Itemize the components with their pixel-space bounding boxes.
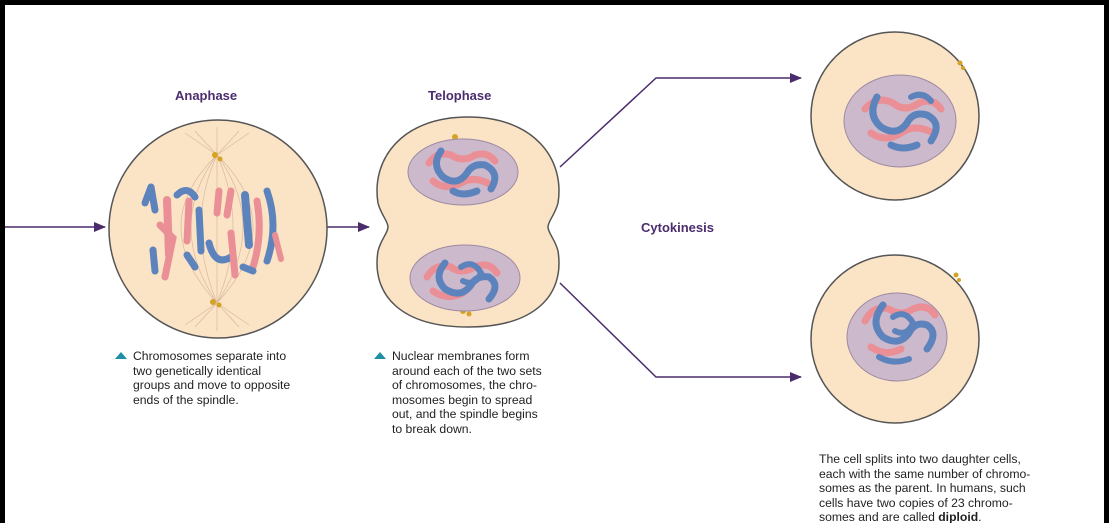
telophase-caption: Nuclear membranes form around each of th…	[392, 349, 612, 437]
cytokinesis-caption-text: The cell splits into two daughter cells,…	[819, 452, 1099, 523]
cytokinesis-caption: The cell splits into two daughter cells,…	[819, 452, 1099, 523]
telophase-label: Telophase	[428, 88, 491, 103]
anaphase-caption-text: Chromosomes separate into two geneticall…	[133, 349, 353, 407]
daughter-cell-top	[811, 32, 979, 200]
anaphase-cell	[109, 120, 327, 338]
telophase-cell	[377, 117, 559, 327]
cytokinesis-caption-end: .	[978, 510, 981, 523]
diploid-term: diploid	[938, 510, 978, 523]
telophase-caption-text: Nuclear membranes form around each of th…	[392, 349, 612, 437]
anaphase-label: Anaphase	[175, 88, 237, 103]
caption-marker-icon	[115, 352, 127, 359]
diagram-artwork	[5, 5, 1104, 523]
cytokinesis-label: Cytokinesis	[641, 220, 714, 235]
caption-marker-icon	[374, 352, 386, 359]
anaphase-caption: Chromosomes separate into two geneticall…	[133, 349, 353, 407]
arrow-to-top-daughter	[560, 78, 801, 167]
cytokinesis-caption-main: The cell splits into two daughter cells,…	[819, 452, 1030, 523]
daughter-cell-bottom	[811, 255, 979, 423]
